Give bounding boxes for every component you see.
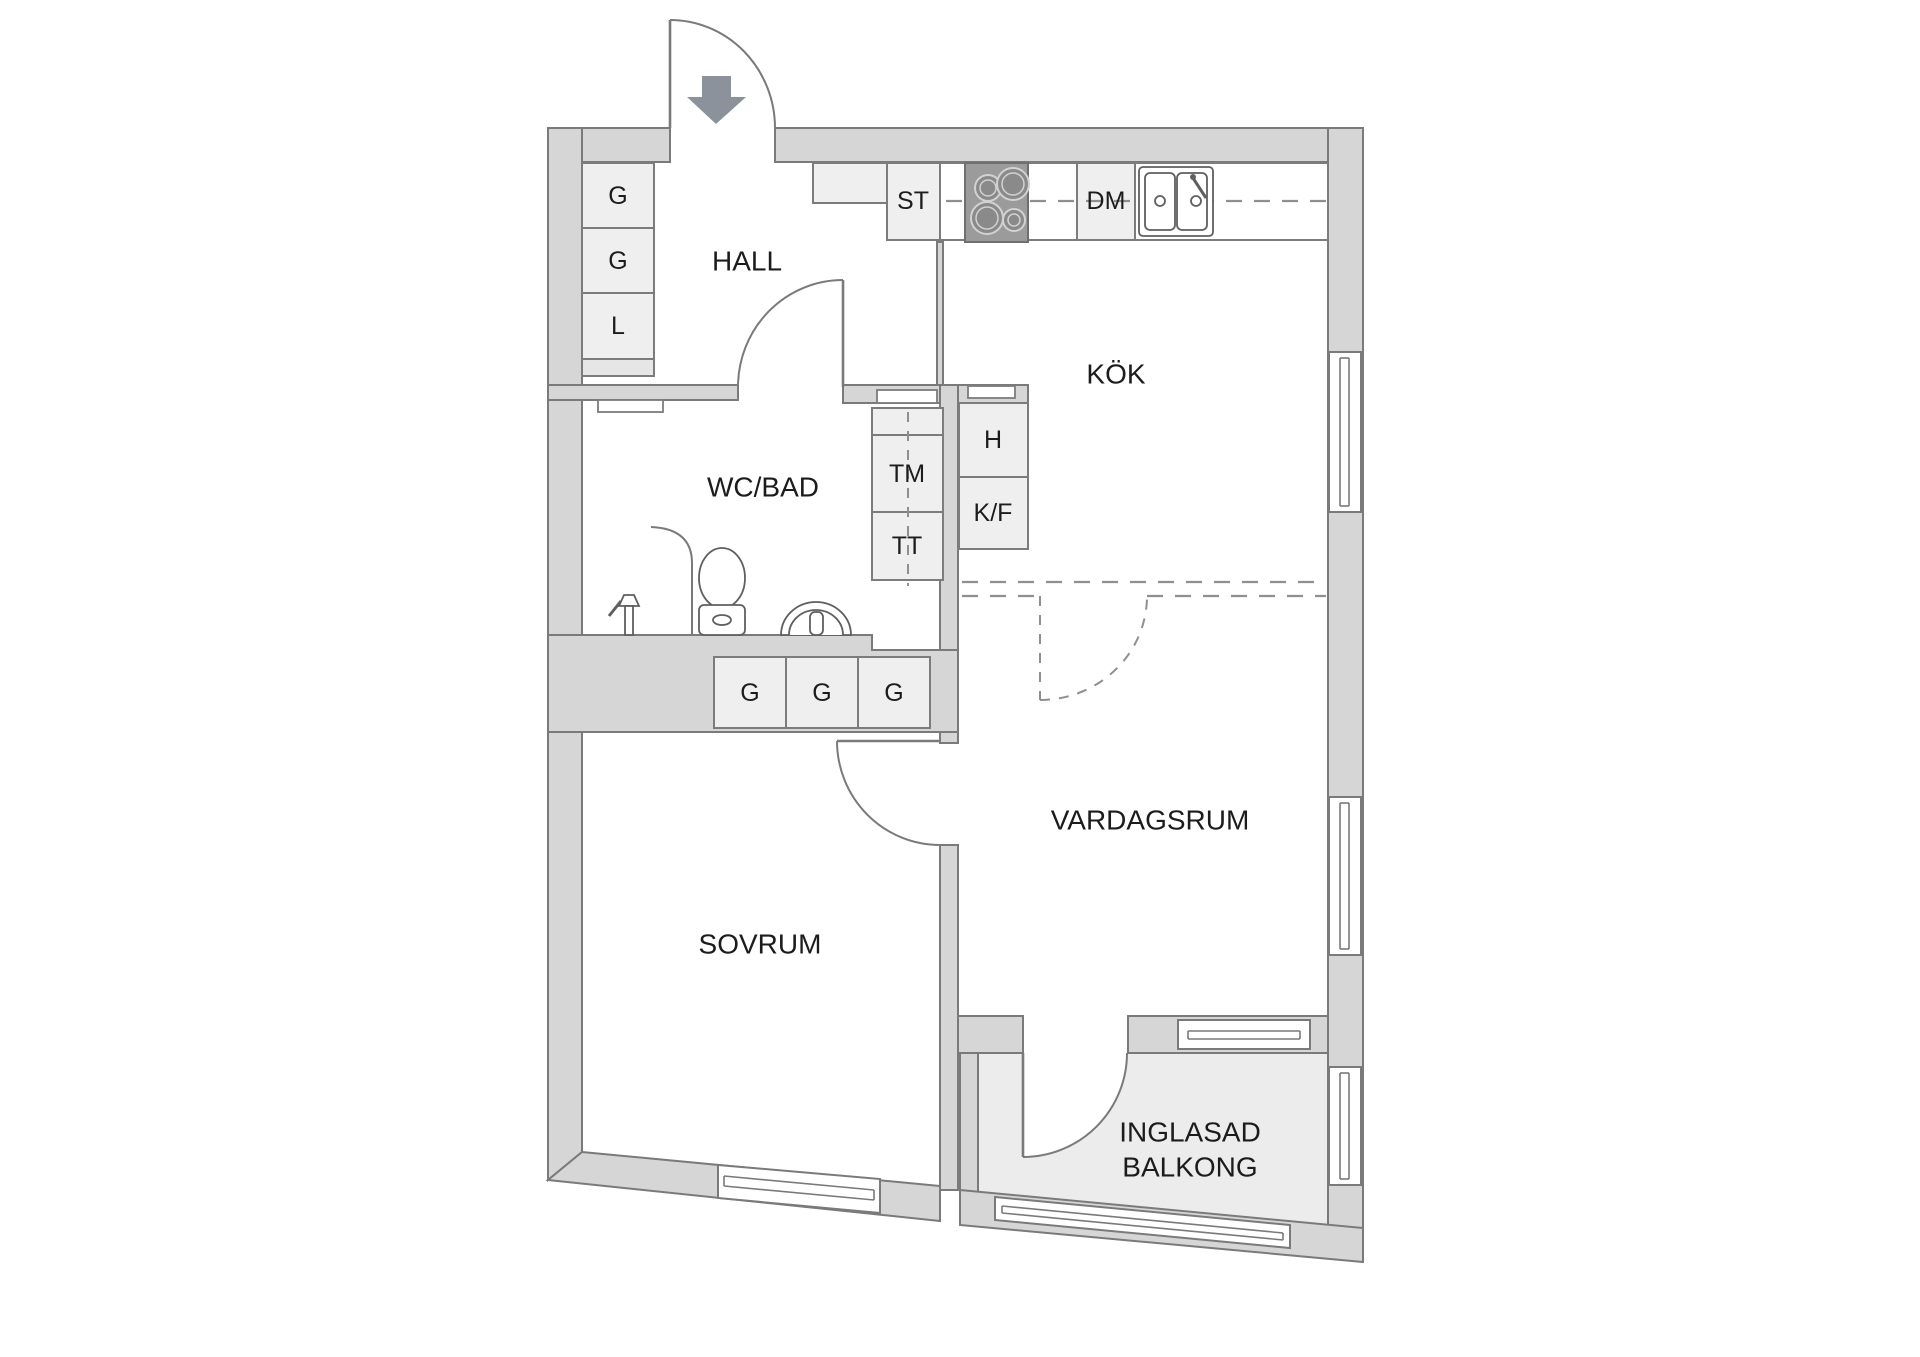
label-bathroom: WC/BAD [707,472,819,503]
kitchen-living-dashed-opening [962,580,1326,701]
hall-linen-closet [581,292,655,360]
closets [581,162,1016,729]
label-shelf-cabinet: H [984,426,1002,454]
wall-top-right [774,127,1364,163]
hall-shallow-cabinet [581,358,655,377]
room-kitchen-living-floor [943,162,1328,1016]
wall-divider-upper [936,241,944,386]
sink-icon [1138,166,1214,237]
window-kitchen-right [1328,351,1362,513]
label-hall: HALL [712,246,782,277]
label-balcony-line1: INGLASAD [1119,1117,1261,1148]
label-bedroom-closet-3: G [884,679,903,707]
shower-mixer-icon [607,594,641,636]
wall-niche-bathroom [597,399,664,413]
labels: HALL KÖK WC/BAD SOVRUM VARDAGSRUM INGLAS… [608,182,1261,1183]
kitchen-upper-cabinet [812,162,888,204]
entrance-arrow-icon [687,76,746,124]
wall-divider-lower [939,844,959,1191]
label-bedroom-closet-2: G [812,679,831,707]
wall-living-balcony-stub [957,1015,1024,1054]
window-living-right [1328,796,1362,956]
label-tumble-dryer: TT [892,532,923,560]
label-hall-closet-2: G [608,247,627,275]
tall-units [871,402,1029,586]
label-fridge-freezer: K/F [974,499,1013,527]
label-hall-linen-closet: L [611,312,625,340]
balcony-door [1021,1052,1128,1158]
label-hall-closet-1: G [608,182,627,210]
hob-icon [964,162,1030,243]
bedroom-closet-2 [785,656,859,729]
wall-hall-bathroom [547,384,739,401]
washbasin-icon [780,601,852,636]
entrance-door [668,19,776,129]
bathroom-fixtures [607,526,852,636]
doors [668,19,1326,1158]
cleaning-cabinet [886,162,941,241]
label-bedroom-closet-1: G [740,679,759,707]
window-bedroom-bottom [717,1163,881,1215]
shelf-cabinet [958,402,1029,478]
label-living-room: VARDAGSRUM [1051,805,1250,836]
kitchen-counter [812,162,1329,243]
label-dishwasher: DM [1087,187,1126,215]
window-balcony-right [1328,1066,1362,1186]
label-cleaning-cabinet: ST [897,187,929,215]
bedroom-closet-3 [857,656,931,729]
wall-niche-kitchen [967,385,1016,399]
bathroom-door [737,279,845,388]
window-living-bottom [1177,1019,1311,1050]
fridge-freezer [958,476,1029,550]
hall-closet-2 [581,227,655,294]
label-kitchen: KÖK [1086,359,1145,390]
washing-machine [871,434,944,513]
label-balcony-line2: BALKONG [1122,1152,1257,1183]
label-washing-machine: TM [889,460,925,488]
room-bedroom-floor [582,732,940,1186]
shower-screen [650,526,693,635]
windows [717,351,1362,1250]
bedroom-door [836,739,941,846]
label-bedroom: SOVRUM [699,929,822,960]
window-balcony-bottom [994,1195,1291,1250]
bedroom-closet-1 [713,656,787,729]
toilet-icon [698,547,746,636]
wall-niche-hall [876,389,938,404]
